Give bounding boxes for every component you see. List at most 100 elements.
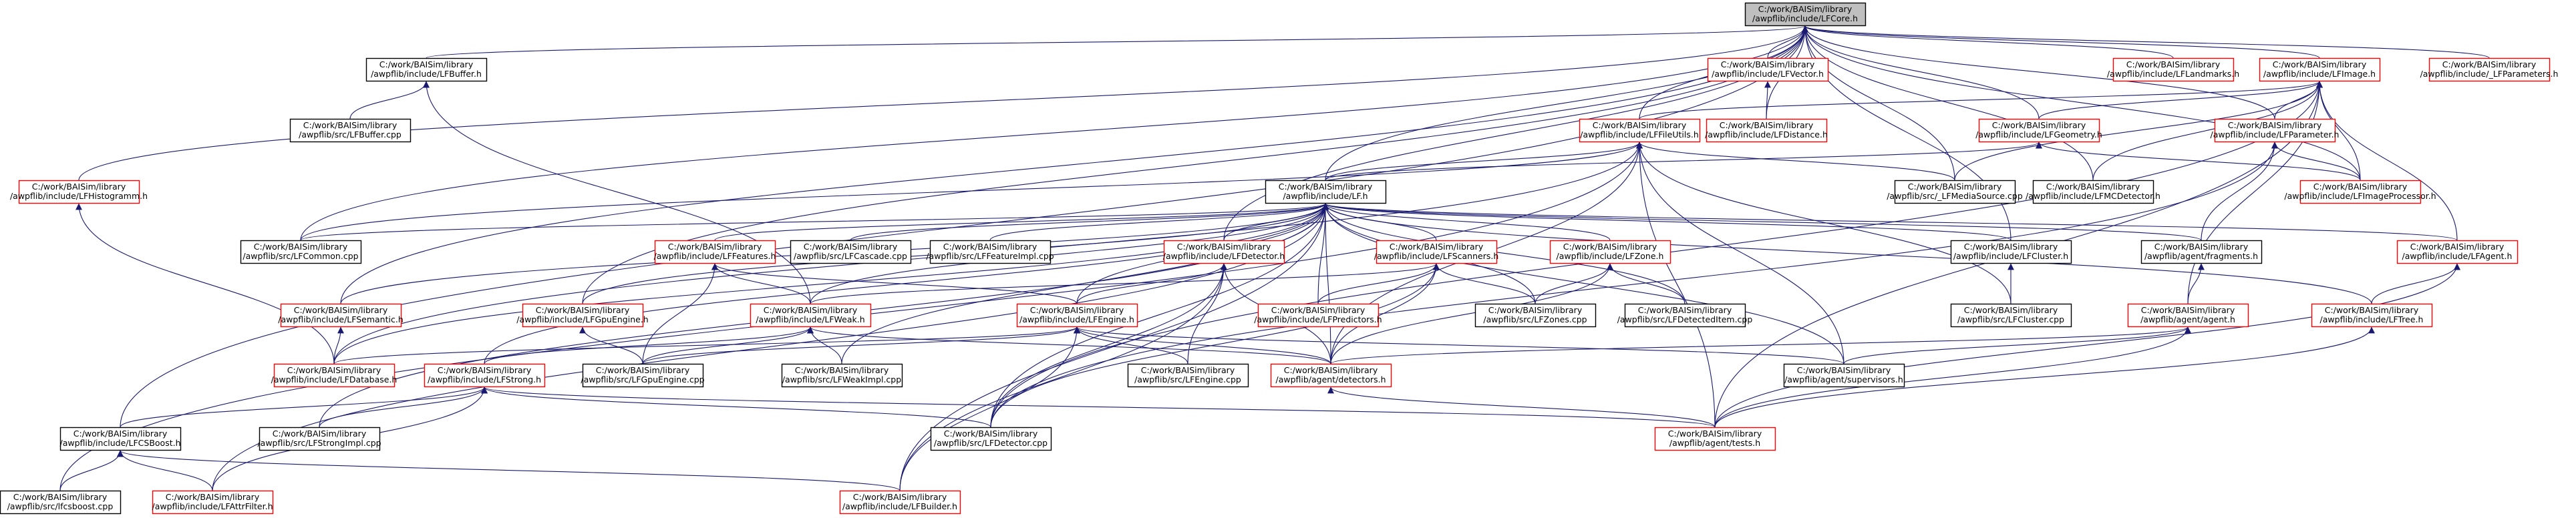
node-box (2032, 180, 2154, 204)
node-lffeatures[interactable]: C:/work/BAISim/library/awpflib/include/L… (654, 240, 776, 264)
node-lfzone[interactable]: C:/work/BAISim/library/awpflib/include/L… (1549, 240, 1671, 264)
node-box (790, 240, 912, 264)
node-label-line2: /awpflib/src/LFCluster.cpp (1957, 314, 2064, 324)
node-lfdistance[interactable]: C:/work/BAISim/library/awpflib/include/L… (1705, 118, 1828, 143)
node-lfagent[interactable]: C:/work/BAISim/library/awpflib/include/L… (2396, 240, 2519, 264)
node-lfgpuengineh[interactable]: C:/work/BAISim/library/awpflib/include/L… (516, 303, 649, 328)
node-lfdetecteditem[interactable]: C:/work/BAISim/library/awpflib/src/LFDet… (1617, 303, 1753, 328)
node-label-line1: C:/work/BAISim/library (1177, 242, 1271, 252)
node-lfparameter[interactable]: C:/work/BAISim/library/awpflib/include/L… (2211, 118, 2340, 143)
node-label-line2: /awpflib/src/LFDetectedItem.cpp (1617, 314, 1753, 324)
edge-lfcsboostcpp-to-lfcsboost (59, 450, 124, 491)
node-box (280, 303, 402, 328)
node-lfenginecpp[interactable]: C:/work/BAISim/library/awpflib/src/LFEng… (1127, 363, 1249, 388)
node-label-line1: C:/work/BAISim/library (2273, 59, 2367, 69)
node-lfscanners[interactable]: C:/work/BAISim/library/awpflib/include/L… (1374, 240, 1499, 264)
node-lfsemantic[interactable]: C:/work/BAISim/library/awpflib/include/L… (278, 303, 404, 328)
node-lfzonescpp[interactable]: C:/work/BAISim/library/awpflib/src/LFZon… (1474, 303, 1597, 328)
node-box (582, 363, 704, 388)
node-label-line1: C:/work/BAISim/library (2228, 120, 2322, 130)
node-label-line1: C:/work/BAISim/library (853, 492, 947, 502)
node-lfdetectorcpp[interactable]: C:/work/BAISim/library/awpflib/src/LFDet… (930, 427, 1052, 451)
edge-lftree-to-lfh (1322, 203, 2372, 304)
node-box (1624, 303, 1746, 328)
node-lfcsboost[interactable]: C:/work/BAISim/library/awpflib/include/L… (59, 427, 182, 451)
edge-lfweak-to-lfscanners (810, 263, 1440, 304)
node-lfbuffer[interactable]: C:/work/BAISim/library/awpflib/include/L… (365, 57, 488, 82)
node-supervisors[interactable]: C:/work/BAISim/library/awpflib/agent/sup… (1783, 363, 1905, 388)
node-lfweak[interactable]: C:/work/BAISim/library/awpflib/include/L… (750, 303, 872, 328)
node-box (240, 240, 362, 264)
node-lfbuffercpp[interactable]: C:/work/BAISim/library/awpflib/src/LFBuf… (289, 118, 412, 143)
edge-lfcascade-to-lfh (850, 203, 1329, 241)
edge-lfgpuenginecpp-to-lffeatures (642, 263, 718, 364)
node-label-line1: C:/work/BAISim/library (764, 305, 858, 315)
node-lfgpuenginecpp[interactable]: C:/work/BAISim/library/awpflib/src/LFGpu… (581, 363, 705, 388)
node-lfmcdetector[interactable]: C:/work/BAISim/library/awpflib/include/L… (2026, 180, 2160, 204)
edge-lfstrong-to-lfweak (484, 326, 814, 364)
node-label-line2: /awpflib/include/LFFeatures.h (654, 251, 776, 261)
node-lfcsboostcpp[interactable]: C:/work/BAISim/library/awpflib/src/lfcsb… (0, 490, 122, 515)
node-agenth[interactable]: C:/work/BAISim/library/awpflib/agent/age… (2127, 303, 2249, 328)
node-label-line1: C:/work/BAISim/library (1964, 242, 2058, 252)
node-box (2396, 240, 2519, 264)
edge-lfzonescpp-to-lfzone (1535, 263, 1613, 304)
node-lfimage[interactable]: C:/work/BAISim/library/awpflib/include/L… (2259, 57, 2381, 82)
edge-lfmcdetector-to-lfimage (2092, 81, 2323, 181)
node-lfmediasource[interactable]: C:/work/BAISim/library/awpflib/src/_LFMe… (1887, 180, 2023, 204)
node-lfvector[interactable]: C:/work/BAISim/library/awpflib/include/L… (1707, 57, 1829, 82)
node-lffeatureimpl[interactable]: C:/work/BAISim/library/awpflib/src/LFFea… (926, 240, 1054, 264)
edge-detectors-to-lfweak (807, 326, 1331, 364)
edge-tests-to-detectors (1327, 386, 1716, 428)
node-lfimageprocessor[interactable]: C:/work/BAISim/library/awpflib/include/L… (2284, 180, 2436, 204)
node-lfgeometry[interactable]: C:/work/BAISim/library/awpflib/include/L… (1975, 118, 2102, 143)
node-lfcore[interactable]: C:/work/BAISim/library/awpflib/include/L… (1744, 2, 1867, 27)
edge-lfweakimpl-to-lfweak (807, 326, 842, 364)
node-fragments[interactable]: C:/work/BAISim/library/awpflib/agent/fra… (2140, 240, 2263, 264)
edge-lfdetectorcpp-to-lfstrong (481, 386, 991, 428)
node-label-line2: /awpflib/include/LFScanners.h (1374, 251, 1499, 261)
edge-lfclusterh-to-lfh (1322, 203, 2011, 241)
node-box (259, 427, 381, 451)
edge-lfparameters-to-lfcore (1802, 25, 2490, 59)
node-lfstrong[interactable]: C:/work/BAISim/library/awpflib/include/L… (424, 363, 546, 388)
edge-lfh-to-lffileutils (1325, 142, 1643, 181)
node-lfpredictors[interactable]: C:/work/BAISim/library/awpflib/include/L… (1254, 303, 1382, 328)
edge-lfparameter-to-lfcore (1802, 25, 2275, 119)
node-label-line1: C:/work/BAISim/library (1964, 305, 2058, 315)
edge-lfh-to-lfgeometry (1325, 142, 2042, 181)
node-lftree[interactable]: C:/work/BAISim/library/awpflib/include/L… (2311, 303, 2433, 328)
node-box (654, 240, 776, 264)
node-detectors[interactable]: C:/work/BAISim/library/awpflib/agent/det… (1270, 363, 1392, 388)
node-tests[interactable]: C:/work/BAISim/library/awpflib/agent/tes… (1654, 427, 1776, 451)
node-lfengineh[interactable]: C:/work/BAISim/library/awpflib/include/L… (1016, 303, 1138, 328)
node-box (1265, 180, 1387, 204)
node-lfdatabase[interactable]: C:/work/BAISim/library/awpflib/include/L… (271, 363, 397, 388)
edge-lfmcdetector-to-lfcore (1802, 25, 2094, 181)
node-lfattrfilter[interactable]: C:/work/BAISim/library/awpflib/include/L… (152, 490, 274, 515)
node-label-line2: /awpflib/include/LFDetector.h (1163, 251, 1285, 261)
node-lfweakimpl[interactable]: C:/work/BAISim/library/awpflib/src/LFWea… (781, 363, 903, 388)
node-label-line2: /awpflib/include/LFVector.h (1712, 69, 1824, 79)
node-box (2112, 57, 2235, 82)
edge-lfhistogramm-to-lfcore (78, 25, 1808, 181)
node-lfstrongimpl[interactable]: C:/work/BAISim/library/awpflib/src/LFStr… (257, 427, 381, 451)
node-lfclusterh[interactable]: C:/work/BAISim/library/awpflib/include/L… (1950, 240, 2072, 264)
node-lfparameters[interactable]: C:/work/BAISim/library/awpflib/include/_… (2420, 57, 2559, 82)
node-label-line1: C:/work/BAISim/library (2046, 182, 2140, 192)
node-lffileutils[interactable]: C:/work/BAISim/library/awpflib/include/L… (1579, 118, 1701, 143)
node-lfdetector[interactable]: C:/work/BAISim/library/awpflib/include/L… (1163, 240, 1285, 264)
edge-lfdatabase-to-lfhistogramm (75, 203, 335, 364)
edge-tests-to-lfstrong (481, 386, 1716, 428)
node-lfbuilder[interactable]: C:/work/BAISim/library/awpflib/include/L… (839, 490, 961, 515)
node-lflandmarks[interactable]: C:/work/BAISim/library/awpflib/include/L… (2107, 57, 2239, 82)
node-lfclustercpp[interactable]: C:/work/BAISim/library/awpflib/src/LFClu… (1950, 303, 2072, 328)
node-lfhistogramm[interactable]: C:/work/BAISim/library/awpflib/include/L… (10, 180, 148, 204)
node-label-line2: /awpflib/src/LFWeakImpl.cpp (782, 374, 901, 384)
node-lfcascade[interactable]: C:/work/BAISim/library/awpflib/src/LFCas… (790, 240, 912, 264)
node-lfh[interactable]: C:/work/BAISim/library/awpflib/include/L… (1265, 180, 1387, 204)
node-label-line2: /awpflib/include/LFBuilder.h (842, 501, 957, 511)
edge-lfdetectorcpp-to-lfparameter (990, 142, 2278, 428)
node-lfcommon[interactable]: C:/work/BAISim/library/awpflib/src/LFCom… (240, 240, 362, 264)
node-box (1978, 118, 2100, 143)
